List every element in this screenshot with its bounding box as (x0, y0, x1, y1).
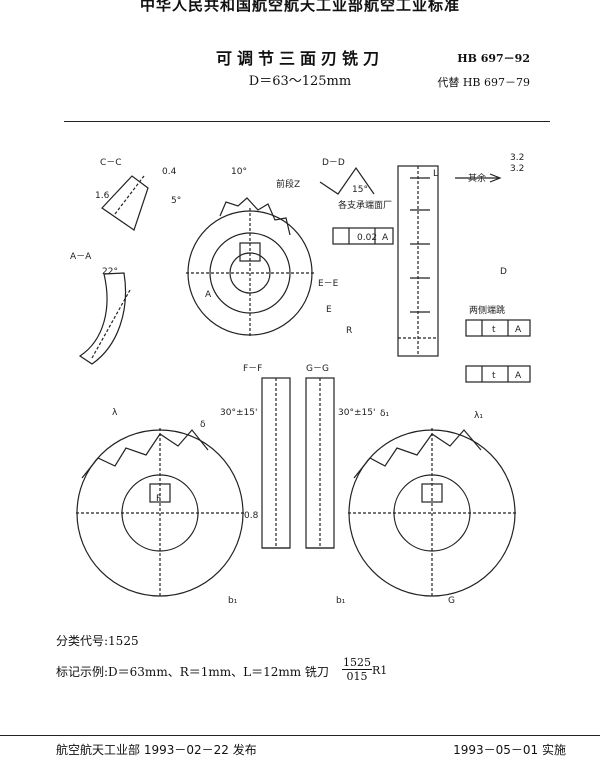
bottom-left-teeth (81, 429, 209, 479)
label-lambda1: λ₁ (474, 411, 483, 421)
effective-date: 1993－05－01 实施 (453, 743, 566, 757)
label-angle-10: 10° (231, 167, 247, 177)
label-tol-t-right: t (492, 325, 496, 335)
tolerance-box-right (465, 319, 531, 337)
label-tol-datum-top: A (382, 233, 389, 243)
replaced-standard: 代替 HB 697－79 (437, 76, 530, 89)
label-f-f: F－F (243, 364, 262, 374)
label-l: L (433, 169, 438, 179)
label-b1-right: b₁ (336, 596, 346, 606)
detail-d-d-shape (319, 166, 375, 195)
label-rest: 其余 (468, 172, 486, 184)
label-tol-value: 0.02 (357, 233, 377, 243)
marking-fraction-denominator: 015 (346, 670, 368, 683)
label-c-c: C－C (100, 158, 122, 168)
detail-c-c-shape (101, 175, 149, 231)
label-note-2: 两侧端跳 (469, 304, 505, 316)
label-angle-15: 15° (352, 185, 368, 195)
marking-fraction-numerator: 1525 (342, 656, 372, 670)
label-roughness-04: 0.4 (162, 167, 177, 177)
tolerance-box-top (332, 227, 394, 245)
label-r: R (346, 326, 352, 336)
label-angle-right: 30°±15' (338, 408, 375, 418)
label-e-e: E－E (318, 279, 339, 289)
marking-fraction-suffix: R1 (372, 664, 388, 677)
marking-example: 标记示例:D＝63mm、R＝1mm、L＝12mm 铣刀 (56, 665, 329, 679)
marking-fraction: 1525 015 (342, 656, 372, 683)
label-delta1: δ₁ (380, 409, 390, 419)
standard-title: 可调节三面刃铣刀 (215, 49, 384, 68)
label-a: A (205, 290, 212, 300)
label-delta: δ (200, 420, 206, 430)
label-angle-22: 22° (102, 267, 118, 277)
diameter-range: D＝63～125mm (248, 74, 352, 89)
label-tol-datum-bottom: A (515, 371, 522, 381)
tolerance-box-bottom (465, 365, 531, 383)
header-rule (64, 121, 550, 122)
label-g-bottom: G (448, 596, 455, 606)
label-roughness: 3.2 (510, 164, 524, 174)
technical-drawing: C－C D－D A－A E－E F－F G－G 其余 3.2 前段Z 各支承端面… (70, 153, 531, 606)
label-g-g: G－G (306, 364, 329, 374)
standard-code: HB 697－92 (457, 52, 530, 65)
label-angle-5: 5° (171, 196, 181, 206)
label-tol-t-bottom: t (492, 371, 496, 381)
label-d: D (500, 267, 507, 277)
issuing-authority: 中华人民共和国航空航天工业部航空工业标准 (139, 0, 460, 14)
label-f: F (156, 494, 161, 504)
label-b1-left: b₁ (228, 596, 238, 606)
label-lambda: λ (112, 408, 118, 418)
footer-rule (0, 735, 600, 736)
bottom-right-teeth (353, 429, 482, 479)
main-tooth-profile (219, 197, 291, 236)
label-cutter-tip: 前段Z (276, 178, 300, 190)
label-e: E (326, 305, 332, 315)
label-tol-datum-right: A (515, 325, 522, 335)
label-roughness-16: 1.6 (95, 191, 110, 201)
detail-a-a-shape (78, 272, 127, 365)
issued-date: 航空航天工业部 1993－02－22 发布 (56, 743, 257, 757)
label-d-d: D－D (322, 158, 345, 168)
label-roughness-08: 0.8 (244, 511, 259, 521)
label-angle-left: 30°±15' (220, 408, 257, 418)
label-roughness-32: 3.2 (510, 153, 524, 163)
category-code: 分类代号:1525 (56, 634, 139, 648)
label-note-1: 各支承端面厂 (338, 199, 392, 211)
label-a-a: A－A (70, 252, 92, 262)
right-dimension (455, 173, 502, 183)
